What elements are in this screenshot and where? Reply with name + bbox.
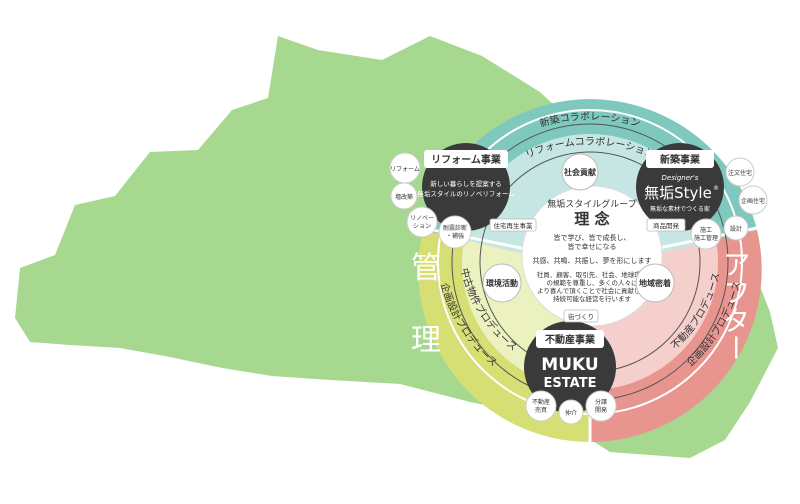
label-machi: 街づくり: [568, 312, 594, 321]
sat-taishin-label-2: ・補強: [446, 232, 464, 240]
label-machi-bg: [563, 309, 599, 323]
sat-zoukaichiku-circle: [390, 182, 418, 210]
badge-kankyo-circle: [482, 263, 522, 303]
badge-kankyo-label: 環境活動: [486, 278, 518, 288]
hub-reform-desc-1: 新しい暮らしを提案する: [430, 179, 502, 188]
sat-chumon-circle: [725, 157, 755, 187]
hub-reform-title-bg: [424, 150, 508, 168]
sat-zoukaichiku-label: 増改築: [395, 193, 413, 201]
hub-fudosan-brand-2: ESTATE: [544, 376, 597, 391]
hub-reform: リフォーム事業 新しい暮らしを提案する 無垢スタイルのリノベリフォーム: [417, 143, 515, 231]
sat-sekkei-circle: [723, 215, 749, 241]
hub-shinchiku-reg: ®: [713, 185, 719, 192]
center-line-3: 共感、共鳴、共振し、夢を形にします: [533, 256, 652, 265]
badge-shakai-label: 社会貢献: [563, 167, 596, 177]
badge-chiiki: 地域密着: [635, 263, 675, 303]
hub-shinchiku: 新築事業 Designer's 無垢Style ® 無垢な素材でつくる家: [636, 143, 724, 231]
sat-bunjo-label-1: 分譲: [595, 398, 607, 406]
sat-fudosan-label-2: 売買: [535, 406, 547, 414]
sat-taishin-circle: [438, 215, 472, 249]
sat-chumon-label: 注文住宅: [728, 169, 752, 177]
badge-chiiki-label: 地域密着: [639, 278, 671, 288]
sat-seko-label-2: 施工管理: [694, 234, 718, 242]
center-line-1: 皆で学び、皆で成長し、: [554, 233, 631, 242]
label-shohin: 商品開発: [653, 221, 680, 230]
hub-shinchiku-brand-top: Designer's: [662, 174, 699, 182]
sat-renovation-label-2: ション: [413, 223, 431, 230]
sat-fudosan-label-1: 不動産: [532, 398, 550, 406]
sat-bunjo-circle: [585, 390, 617, 422]
sector-title-sekkei: 設 計: [543, 65, 637, 100]
hub-fudosan-title: 不動産事業: [545, 333, 596, 346]
center-line-7: 持続可能な経営を行います: [553, 294, 632, 303]
center-line-4: 社員、顧客、取引先、社会、地球環境: [537, 270, 648, 279]
sector-title-after: アフター: [719, 250, 752, 362]
sat-bunjo-label-2: 開発: [595, 406, 607, 414]
sat-kikaku-label: 企画住宅: [741, 197, 765, 205]
sat-chukai-circle: [558, 399, 584, 425]
sat-fudosan-circle: [525, 390, 557, 422]
center-line-2: 皆で幸せになる: [568, 243, 617, 251]
label-shohin-bg: [646, 218, 686, 232]
hub-reform-desc-2: 無垢スタイルのリノベリフォーム: [417, 189, 515, 198]
hub-fudosan-brand-1: MUKU: [541, 355, 598, 375]
badge-shakai: 社会貢献: [561, 153, 599, 191]
sat-kikaku-circle: [738, 185, 768, 215]
hub-fudosan: 不動産事業 MUKU ESTATE: [524, 321, 616, 413]
sector-title-kanri-2: 理: [411, 323, 441, 358]
sat-seko-label-1: 施工: [700, 226, 712, 234]
label-kyuuko: 住宅再生事業: [494, 221, 534, 230]
sat-renovation-label-1: リノベー: [410, 215, 434, 222]
center-line-5: の規範を尊重し、多くの人々に: [547, 278, 638, 287]
label-kyuuko-bg: [489, 218, 537, 232]
center-line-6: より喜んで頂くことで社会に貢献し、: [537, 286, 647, 295]
sat-sekkei-label: 設計: [730, 225, 742, 233]
badge-shakai-circle: [561, 153, 599, 191]
sat-seko-circle: [690, 218, 722, 250]
center-title: 理 念: [574, 210, 609, 228]
hub-reform-title: リフォーム事業: [431, 153, 502, 166]
sat-renovation-circle: [406, 206, 438, 238]
hub-shinchiku-title: 新築事業: [660, 153, 701, 166]
hub-shinchiku-brand: 無垢Style: [644, 184, 712, 202]
badge-chiiki-circle: [635, 263, 675, 303]
badge-kankyo: 環境活動: [482, 263, 522, 303]
sat-taishin-label-1: 耐震診断: [443, 224, 467, 232]
hub-fudosan-title-bg: [536, 330, 604, 348]
sat-chukai-label: 仲介: [565, 409, 577, 417]
hub-shinchiku-title-bg: [646, 150, 714, 168]
sat-reform-label: リフォーム: [390, 166, 420, 173]
hub-shinchiku-desc: 無垢な素材でつくる家: [650, 205, 710, 213]
center-group-name: 無垢スタイルグループ: [547, 198, 636, 210]
sector-title-kanri-1: 管: [411, 251, 441, 286]
